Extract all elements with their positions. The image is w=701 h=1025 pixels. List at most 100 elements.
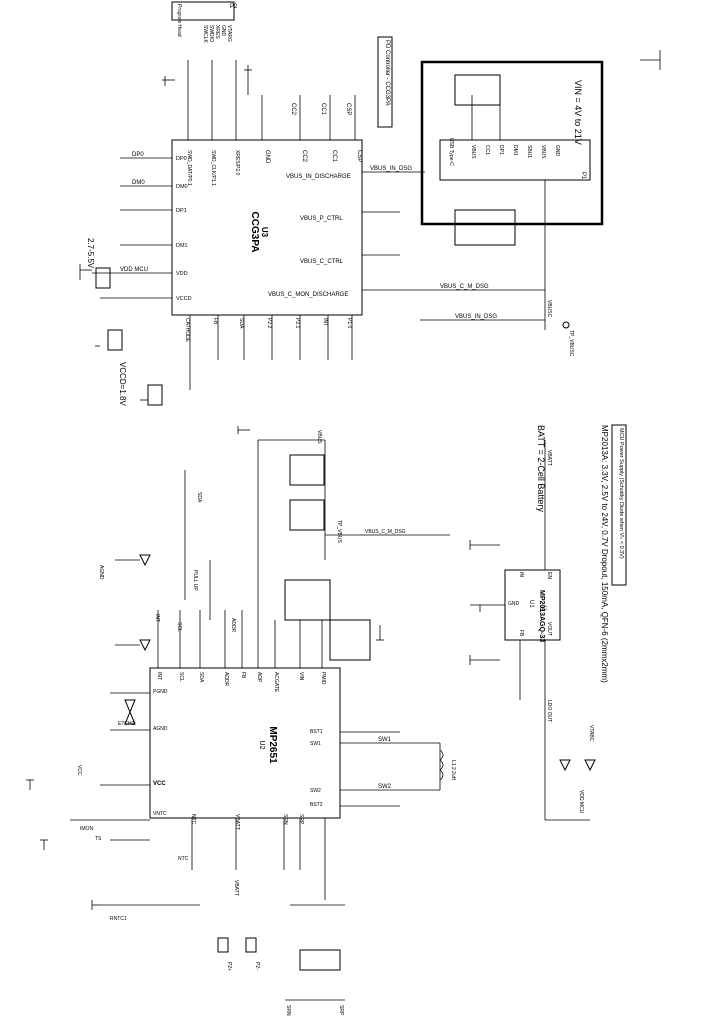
mp2013-name: MP2013AGQ-33 (538, 590, 545, 642)
net-ldo-out: LDO OUT (546, 700, 552, 722)
usb-ref: P1 (580, 172, 586, 180)
p2-box (171, 1, 235, 21)
net-vbus-c-m-dsg: VBUS_C_M_DSG (440, 284, 489, 290)
tp-vbusc (562, 321, 570, 329)
usb-name: USB Type-C (448, 138, 454, 166)
diode-d5 (139, 639, 151, 652)
usb-power-box (420, 60, 604, 226)
mp2651-section: MP2651 U2 INT SCL SDA ADDR FB ADP ACGATE… (70, 430, 456, 1016)
conn-p2minus (245, 937, 257, 953)
ccg3pa-pin-xres: XRES/P2.0 (234, 150, 240, 176)
net-dp0: DP0 (132, 152, 144, 158)
net-vcc: VCC (76, 765, 82, 776)
mosfet-m2 (289, 499, 325, 531)
mp2013-pin-fb: FB (518, 630, 524, 637)
ccg3pa-pin-swddat: SWD_DAT/P0.1 (186, 150, 192, 186)
usb-pin-vbus: VBUS (470, 145, 476, 159)
p2-name: Program Head (176, 4, 182, 37)
ccg3pa-name: CCG3PA (249, 212, 260, 253)
ccg3pa-pin-csp: CSP (356, 150, 362, 162)
conn-p2plus (217, 937, 229, 953)
vccd-note: VCCD=1.8V (118, 362, 127, 406)
vin-caps (329, 619, 371, 661)
ccg3pa-pin-vdd: VDD (176, 271, 188, 277)
ccg3pa-pin-dm0: DM0 (176, 184, 188, 190)
pd-label-group: PD Controller - CCG3PA (377, 36, 393, 128)
cap-c31 (107, 329, 123, 351)
vcc-range: 2.7-5.5V (86, 238, 95, 269)
ccg3pa-pin-vbus-p-ctrl: VBUS_P_CTRL (300, 216, 343, 222)
mosfet-m1 (289, 454, 325, 486)
mp2013-pin-en: EN (546, 572, 552, 579)
mp2651-pin-ntc: NTC (190, 814, 196, 825)
usb-connector-body (439, 139, 591, 181)
ccg3pa-pin-dm1: DM1 (176, 243, 188, 249)
net-cc2: CC2 (290, 103, 296, 116)
ccg3pa-pin-dp0: DP0 (176, 156, 187, 162)
usb-c-section: P1 USB Type-C VIN = 4V to 21V VBUS CC1 D… (420, 50, 661, 357)
net-vbusc: VBUSC (546, 300, 552, 318)
p2-pin-gnd: GND (220, 25, 226, 37)
mp2651-pin-sw1: SW1 (310, 741, 321, 747)
mp2651-pin-acgate: ACGATE (273, 672, 279, 693)
ccg3pa-box (171, 139, 363, 316)
ccg3pa-pin-vbus-c-ctrl: VBUS_C_CTRL (300, 259, 344, 265)
etch-symbol-b (124, 710, 136, 725)
mp2651-pin-srn: SRN (282, 814, 288, 825)
net-vdd-mcu: VDD MCU (120, 267, 148, 273)
sense-network (284, 579, 331, 621)
net-vbus: VBUS (316, 430, 322, 444)
net-tp-vbus: TP_VBUS (336, 520, 342, 543)
batt-note: BATT = 2-Cell Battery (536, 425, 546, 512)
pd-label-box (377, 36, 393, 128)
mp2651-pin-bst1: BST1 (310, 729, 323, 735)
usb-pin-dm1: DM1 (512, 145, 518, 156)
ccg3pa-pin-cc2: CC2 (301, 150, 307, 163)
mp2651-pin-pgnd: PGND (153, 689, 168, 695)
net-srn-bottom: SRN (285, 1005, 291, 1016)
mp2651-pin-sda: SDA (198, 672, 204, 683)
net-pull-up: PULL UP (192, 570, 198, 591)
usb-pin-dp1: DP1 (498, 145, 504, 155)
mp2651-name: MP2651 (267, 726, 278, 764)
mp2651-pin-vbatt: VBATT (234, 814, 240, 830)
net-csp: CSP (345, 103, 351, 115)
mp2013-pin-in: IN (518, 572, 524, 577)
conn-p2plus-label: P2+ (226, 962, 232, 971)
diode-d1 (584, 759, 596, 772)
program-head: Program Head P2 VTARG GND XRES SWDIO SWC… (162, 1, 252, 95)
ccg3pa-pin-vccd: VCCD (176, 296, 192, 302)
mp2651-ref: U2 (258, 741, 265, 750)
rntc-label: RNTC1 (110, 916, 127, 922)
mp2651-pin-fb: FB (240, 672, 246, 679)
net-addr: ADDR (230, 618, 236, 633)
usb-pin-sbu1: SBU1 (526, 145, 532, 158)
vin-note: VIN = 4V to 21V (573, 80, 583, 145)
ccg3pa-pin-cc1: CC1 (331, 150, 337, 163)
mp2651-pin-tsimon: VNTC (153, 811, 167, 817)
ccg3pa-pin-dp1: DP1 (176, 208, 187, 214)
net-sw1: SW1 (378, 737, 392, 743)
ccg3pa-pin-p21: P2.1 (294, 318, 300, 329)
ldo-section: MCU Power Supply (Schottky Diode when Vᴵ… (469, 424, 627, 821)
p2-pin-xres: XRES (214, 25, 220, 39)
mp2651-pin-bst2: BST2 (310, 802, 323, 808)
net-vtabc: VTABC (588, 725, 594, 742)
net-dm0: DM0 (132, 180, 145, 186)
inductor-label: L1 2.2uH (450, 760, 456, 781)
diode-d2 (559, 759, 571, 772)
ccg3pa-pin-fb: FB (212, 318, 218, 325)
p2-ref: P2 (230, 4, 238, 10)
mp2651-pin-addr: ADDR (223, 672, 229, 687)
net-cc1: CC1 (320, 103, 326, 116)
ldo-label: MCU Power Supply (Schottky Diode when Vᴵ… (618, 428, 625, 559)
etch-label: ETCH1 (118, 721, 135, 727)
ldo-label-box (611, 424, 627, 586)
net-vbatt-ldo: VBATT (546, 450, 552, 466)
ccg3pa-pin-p22: P2.2 (266, 318, 272, 329)
diode-d6 (139, 554, 151, 567)
conn-p2minus-label: P2- (254, 962, 260, 970)
p2-pin-vtarg: VTARG (226, 25, 232, 42)
mp2651-pin-vcc: VCC (153, 781, 166, 787)
